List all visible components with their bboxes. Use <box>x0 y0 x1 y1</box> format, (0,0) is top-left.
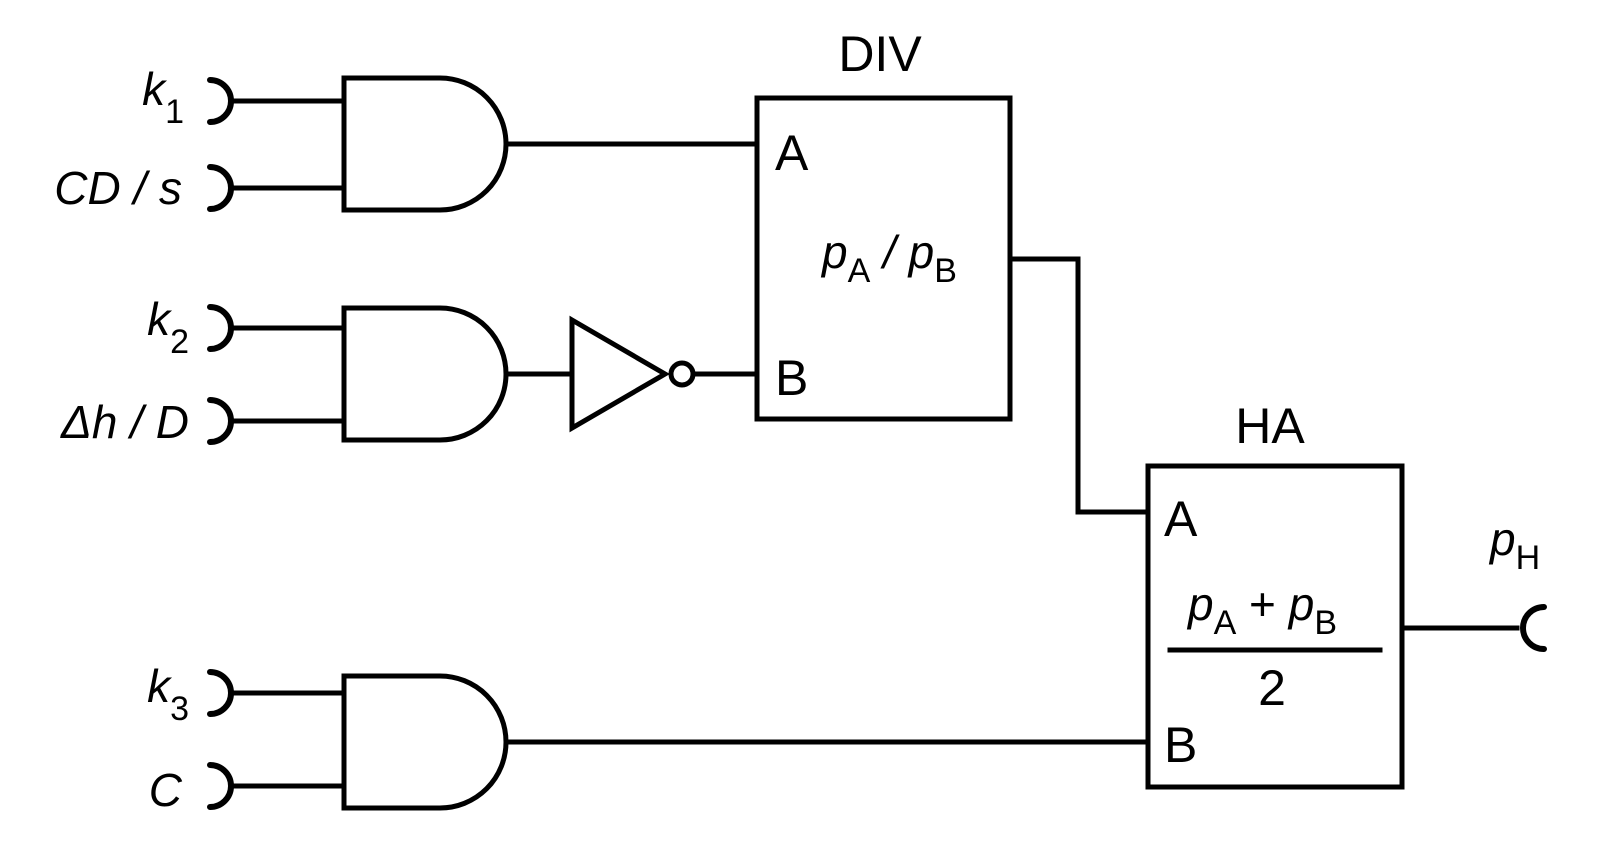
div-port-b: B <box>775 350 808 406</box>
input-label-k2: k2 <box>147 293 189 361</box>
input-port-dh-d <box>207 397 234 445</box>
not-gate <box>569 315 670 433</box>
ha-numerator: pA + pB <box>1186 578 1337 642</box>
input-port-k3 <box>207 669 234 717</box>
not-gate-bubble <box>668 360 696 388</box>
div-port-a: A <box>775 125 809 181</box>
input-port-cd-s <box>207 164 234 212</box>
and-gate-1 <box>341 75 509 213</box>
div-title: DIV <box>838 26 922 82</box>
output-label-ph: pH <box>1488 513 1540 577</box>
input-label-dh-d: Δh / D <box>60 396 189 448</box>
wire-div-to-ha-a <box>1007 256 1151 515</box>
output-port-ph <box>1520 604 1547 652</box>
ha-denominator: 2 <box>1258 660 1286 716</box>
and-gate-2 <box>341 305 509 443</box>
ha-port-b: B <box>1164 717 1197 773</box>
ha-block <box>1145 463 1405 790</box>
input-label-k1: k1 <box>142 63 184 131</box>
input-label-c: C <box>149 764 183 816</box>
input-port-c <box>207 762 234 810</box>
input-port-k2 <box>207 304 234 352</box>
ha-title: HA <box>1235 398 1305 454</box>
ha-port-a: A <box>1164 491 1198 547</box>
input-label-cd-s: CD / s <box>54 162 182 214</box>
input-port-k1 <box>207 77 234 125</box>
div-formula: pA / pB <box>820 226 957 290</box>
input-label-k3: k3 <box>147 660 189 728</box>
and-gate-3 <box>341 673 509 811</box>
